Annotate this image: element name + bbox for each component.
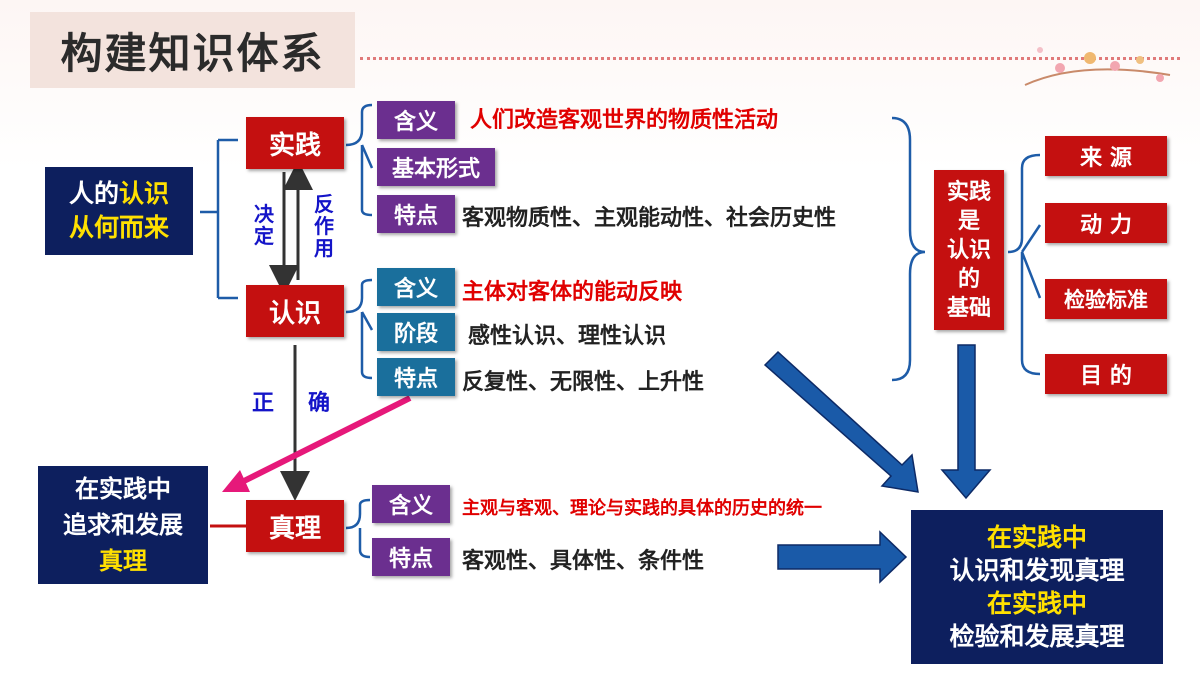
pursue-line1: 在实践中 bbox=[75, 475, 171, 503]
practice-traits-text: 客观物质性、主观能动性、社会历史性 bbox=[462, 206, 837, 231]
cognition-node: 认识 bbox=[246, 285, 344, 337]
cognition-meaning-tag: 含义 bbox=[377, 268, 455, 306]
final-conclusion-box: 在实践中 认识和发现真理 在实践中 检验和发展真理 bbox=[911, 510, 1163, 664]
cognition-traits-tag: 特点 bbox=[377, 358, 455, 396]
practice-node: 实践 bbox=[246, 117, 344, 169]
practice-basis-box: 实践 是 认识 的 基础 bbox=[934, 170, 1004, 330]
truth-traits-text: 客观性、具体性、条件性 bbox=[462, 549, 705, 574]
source-line1-a: 人的 bbox=[68, 179, 119, 208]
truth-meaning-tag: 含义 bbox=[372, 485, 450, 523]
decides-label: 决定 bbox=[254, 202, 274, 248]
basis-item-standard: 检验标准 bbox=[1045, 279, 1167, 319]
practice-forms-tag: 基本形式 bbox=[377, 148, 495, 186]
title-divider bbox=[360, 57, 1180, 60]
practice-meaning-text: 人们改造客观世界的物质性活动 bbox=[470, 108, 779, 133]
page-title: 构建知识体系 bbox=[30, 12, 355, 88]
final-l2: 认识和发现真理 bbox=[949, 556, 1125, 585]
practice-meaning-tag: 含义 bbox=[377, 101, 455, 139]
source-line1-b: 认识 bbox=[119, 179, 170, 208]
reacts-label: 反作用 bbox=[314, 192, 334, 260]
basis-item-source: 来 源 bbox=[1045, 136, 1167, 176]
basis-l1: 实践 bbox=[946, 179, 991, 205]
basis-l4: 的 bbox=[957, 266, 980, 292]
correct-label-2: 确 bbox=[308, 391, 331, 416]
source-line2: 从何而来 bbox=[68, 213, 169, 242]
correct-label-1: 正 bbox=[252, 391, 275, 416]
basis-l2: 是 bbox=[957, 208, 980, 234]
source-question-box: 人的认识 从何而来 bbox=[45, 167, 193, 255]
final-l3: 在实践中 bbox=[986, 589, 1087, 618]
basis-l5: 基础 bbox=[946, 295, 991, 321]
pursue-line2: 追求和发展 bbox=[63, 511, 183, 539]
final-l1: 在实践中 bbox=[986, 523, 1087, 552]
cognition-meaning-text: 主体对客体的能动反映 bbox=[462, 280, 683, 305]
pursue-truth-box: 在实践中 追求和发展 真理 bbox=[38, 466, 208, 584]
basis-l3: 认识 bbox=[946, 237, 991, 263]
cognition-stage-text: 感性认识、理性认识 bbox=[468, 324, 667, 349]
cognition-stage-tag: 阶段 bbox=[377, 313, 455, 351]
truth-node: 真理 bbox=[246, 500, 344, 552]
final-l4: 检验和发展真理 bbox=[949, 622, 1125, 651]
pursue-line3: 真理 bbox=[99, 547, 147, 575]
cognition-traits-text: 反复性、无限性、上升性 bbox=[462, 370, 705, 395]
practice-traits-tag: 特点 bbox=[377, 195, 455, 233]
truth-traits-tag: 特点 bbox=[372, 538, 450, 576]
basis-item-drive: 动 力 bbox=[1045, 203, 1167, 243]
basis-item-purpose: 目 的 bbox=[1045, 354, 1167, 394]
truth-meaning-text: 主观与客观、理论与实践的具体的历史的统一 bbox=[462, 498, 822, 519]
blossom-decoration-icon bbox=[1024, 47, 1171, 86]
